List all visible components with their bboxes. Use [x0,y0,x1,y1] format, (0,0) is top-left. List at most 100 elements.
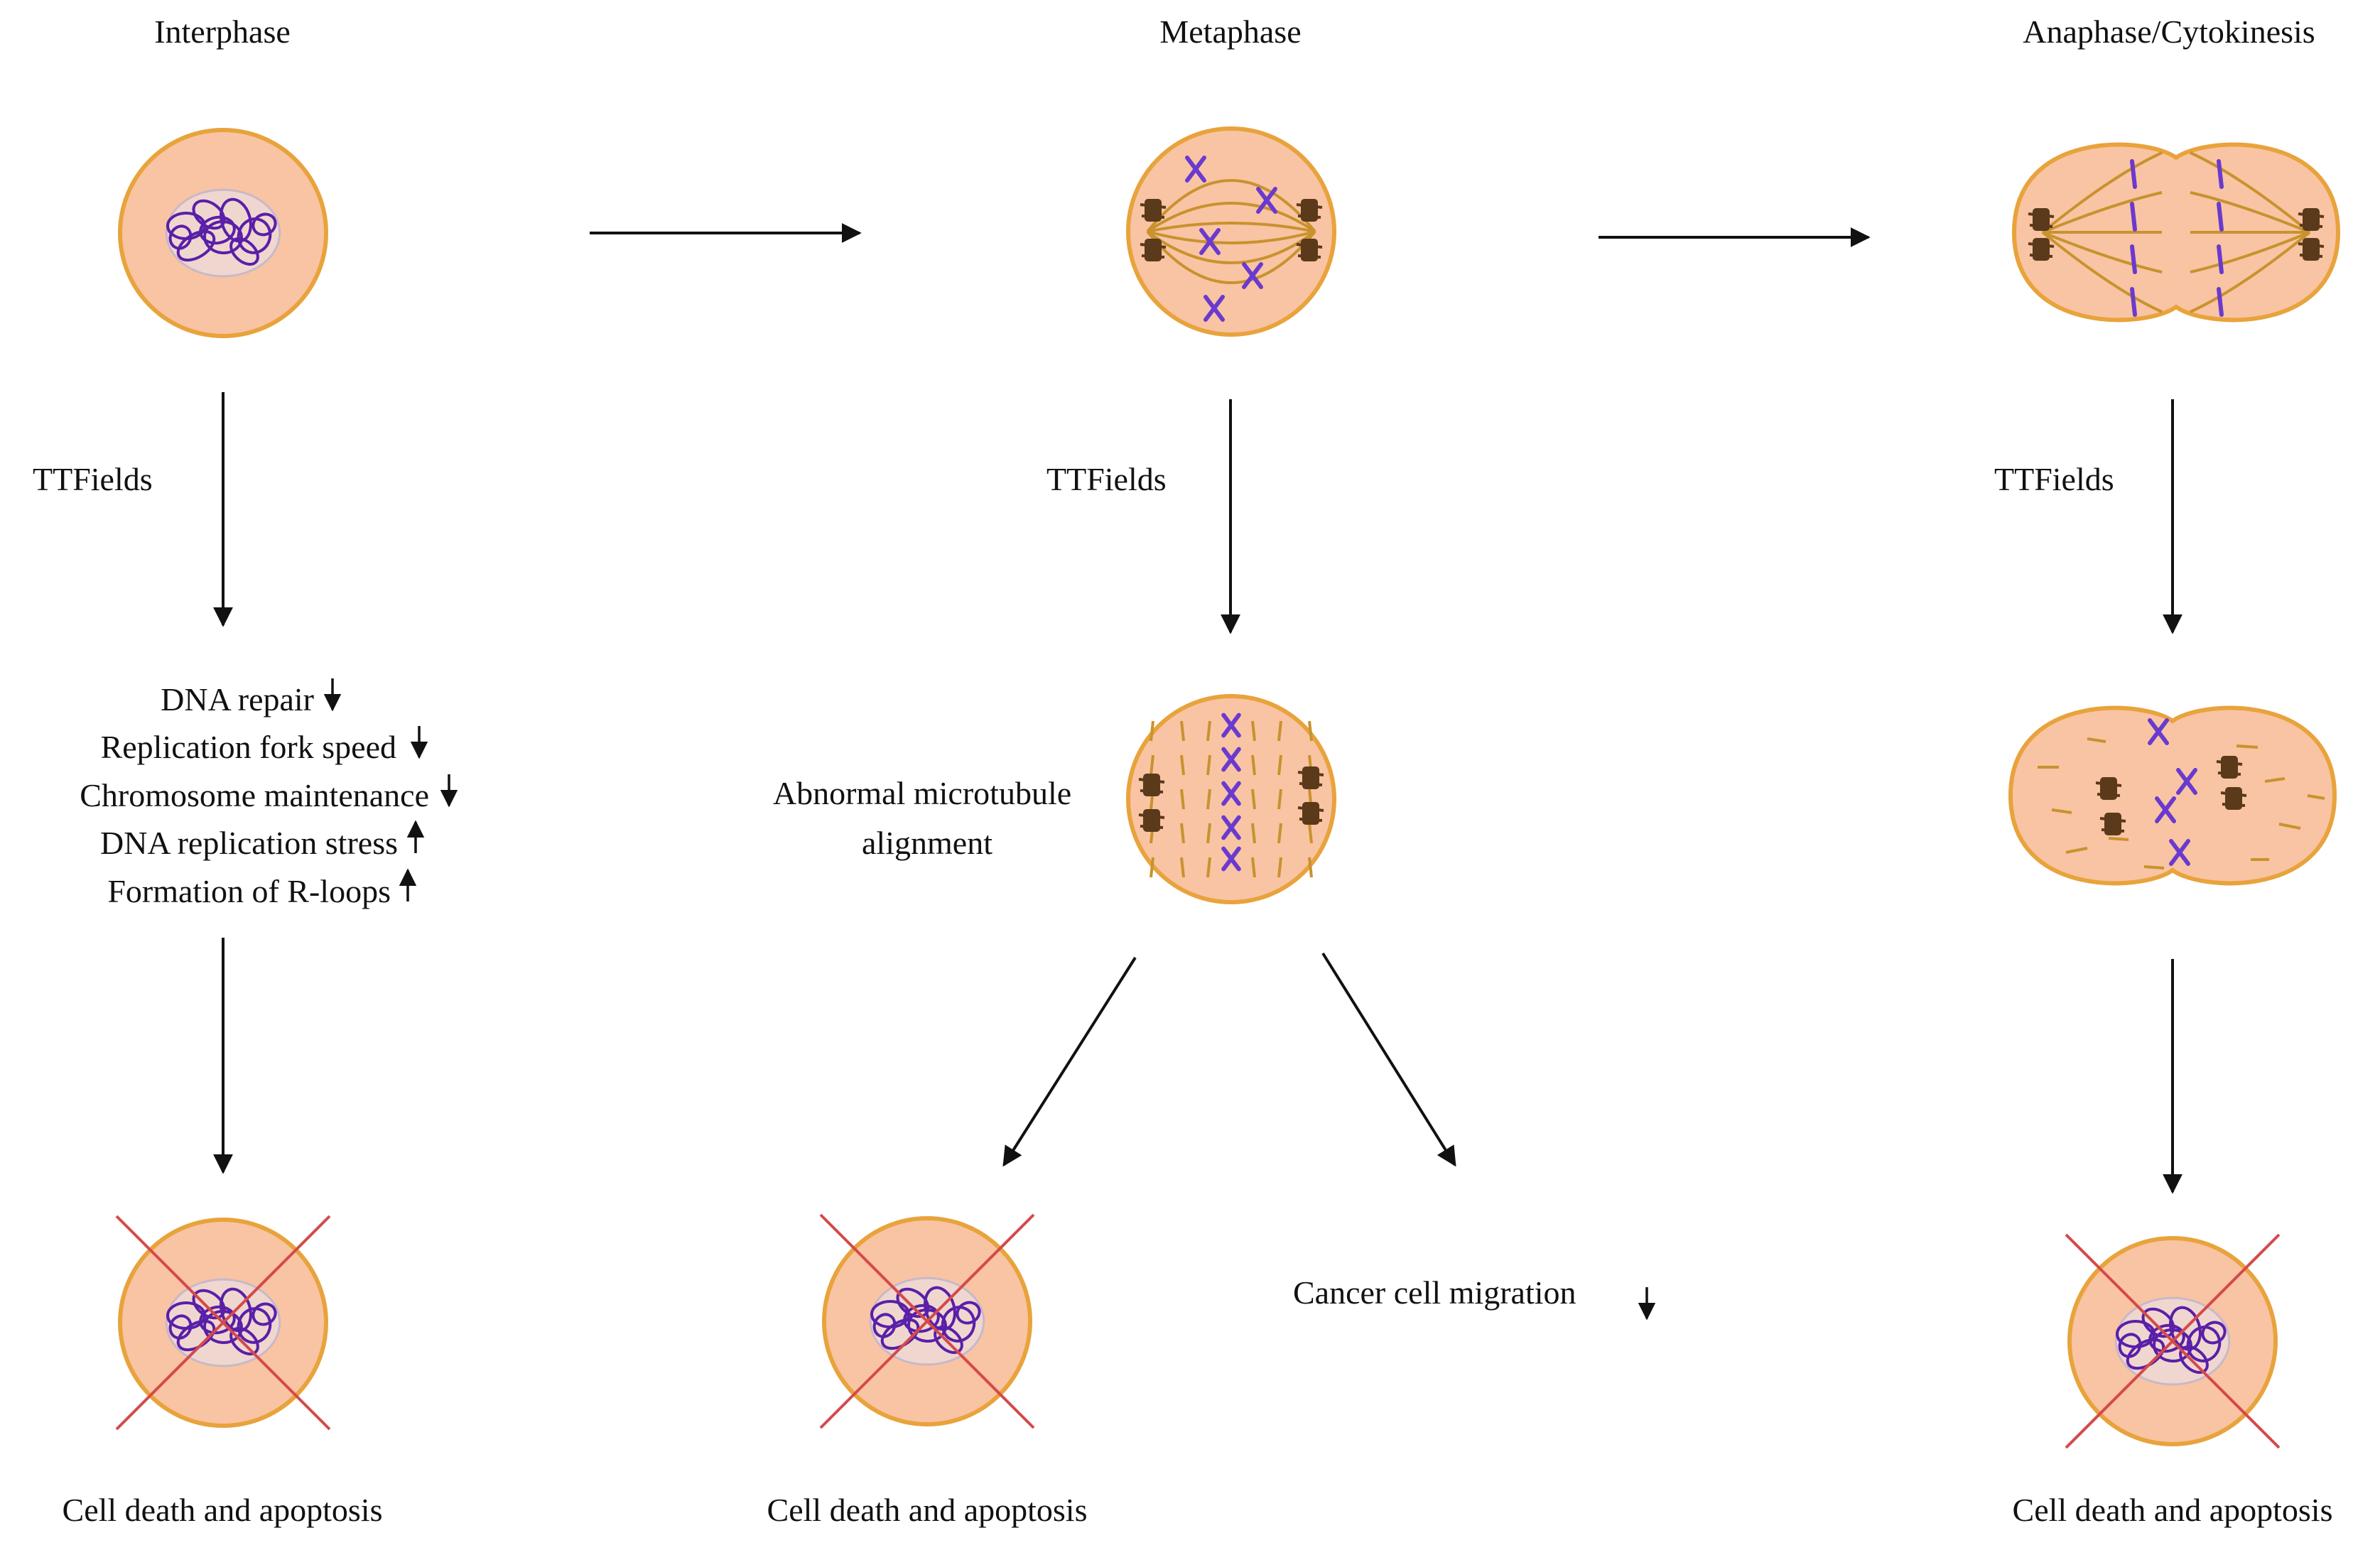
chromatin-loop [168,1314,193,1340]
treatment-label-left: TTFields [33,461,153,497]
centrosome-fiber [1299,782,1323,786]
treatment-label-middle: TTFields [1046,461,1167,497]
cell-membrane [2008,705,2337,886]
spindle-fragment [2087,737,2106,743]
spindle-fiber [2190,231,2310,273]
misaligned-microtubule [1150,720,1154,742]
separated-chromatid [2130,202,2137,232]
spindle-fragment [2051,808,2072,814]
cell-membrane [1126,126,1336,337]
effect-cancer-cell-migration: Cancer cell migration [1293,1274,1576,1311]
centrosome-fiber [1140,789,1164,793]
spindle-fragment [2108,837,2129,841]
centrosome-fiber [2028,212,2055,218]
misaligned-microtubule [1308,720,1313,742]
misaligned-microtubule [1180,720,1185,742]
misaligned-microtubule [1277,857,1282,878]
centrosome-fiber [1297,254,1321,259]
misaligned-microtubule [1180,754,1185,776]
chromatin-loop [199,215,236,245]
misaligned-microtubule [1308,857,1313,878]
metaphase-effect-line2: alignment [862,825,992,861]
phase-label-interphase: Interphase [154,13,291,50]
centrosome-fiber [2097,793,2121,797]
chromosome [2169,839,2190,866]
spindle-fiber [2190,151,2311,234]
metaphase-effect-line1: Abnormal microtubule [772,775,1072,811]
chromosome [1221,747,1241,772]
spindle-fiber [1147,230,1316,244]
outcome-label-middle: Cell death and apoptosis [767,1492,1088,1528]
spindle-fragment [2143,865,2165,869]
chromosome [2148,718,2169,745]
chromatin-loop [168,224,193,250]
centrosome-fiber [1296,203,1323,209]
misaligned-microtubule [1180,857,1185,878]
nucleus [165,188,281,278]
misaligned-microtubule [1206,857,1211,878]
outcome-label-right: Cell death and apoptosis [2012,1492,2333,1528]
metaphase-cell [1126,126,1336,337]
effect-dna-repair: DNA repair [161,681,314,717]
disrupted-dividing-cell [2008,705,2337,886]
abnormal-metaphase-cell [1126,694,1336,904]
centrosome-fiber [1299,818,1323,822]
separated-chromatid [2130,244,2137,274]
centrosome-fiber [1138,813,1165,819]
arrow-metaphase-to-death [1002,956,1137,1167]
chromatin-loop [251,212,277,237]
misaligned-microtubule [1206,789,1211,810]
separated-chromatid [2130,287,2137,317]
death-cross-left [115,1215,331,1431]
centrosome-fiber [2299,224,2323,228]
spindle-fiber [2042,191,2163,234]
spindle-fiber [2190,231,2311,313]
spindle-fragment [2065,847,2088,854]
misaligned-microtubule [1308,823,1313,844]
chromatin-loop [2201,1321,2227,1345]
cell-membrane [1126,694,1336,904]
misaligned-microtubule [1251,789,1256,810]
interphase-cell [118,128,328,338]
chromosome [2176,768,2197,795]
centrosome-fiber [1297,806,1324,812]
chromatin-loop [251,1302,277,1326]
chromosome [1221,781,1241,806]
spindle-fiber [1147,222,1316,233]
centrosome-fiber [2029,254,2053,258]
misaligned-microtubule [1150,754,1154,776]
death-cross-middle [819,1213,1035,1429]
centrosome-fiber [1296,243,1323,249]
treatment-label-right: TTFields [1994,461,2114,497]
centrosome-fiber [2216,760,2243,766]
spindle-fiber [2042,231,2163,273]
spindle-fragment [2236,744,2259,749]
misaligned-microtubule [1180,823,1185,844]
misaligned-microtubule [1206,823,1211,844]
centrosome-fiber [1140,243,1167,249]
chromatin-loop [903,1304,940,1333]
spindle-fiber [1146,202,1316,233]
centrosome-fiber [1140,825,1164,829]
centrosome-fiber [1140,203,1167,209]
centrosome-fiber [2222,803,2246,807]
separated-chromatid [2217,159,2224,189]
chromatin-loop [956,1301,981,1325]
misaligned-microtubule [1277,823,1282,844]
effect-replication-fork-speed: Replication fork speed [100,729,396,765]
centrosome-fiber [2095,781,2122,787]
cell-membrane [2011,142,2341,323]
spindle-fragment [2307,794,2325,800]
misaligned-microtubule [1251,754,1256,776]
cross-line [115,1215,331,1431]
centrosome-fiber [2101,828,2125,833]
misaligned-microtubule [1277,720,1282,742]
anaphase-cell [2011,142,2341,323]
phase-label-anaphase-cytokinesis: Anaphase/Cytokinesis [2023,13,2315,50]
misaligned-microtubule [1206,754,1211,776]
chromosome [1203,295,1225,322]
chromosome [1221,815,1241,840]
effect-chromosome-maintenance: Chromosome maintenance [80,777,429,813]
misaligned-microtubule [1277,789,1282,810]
